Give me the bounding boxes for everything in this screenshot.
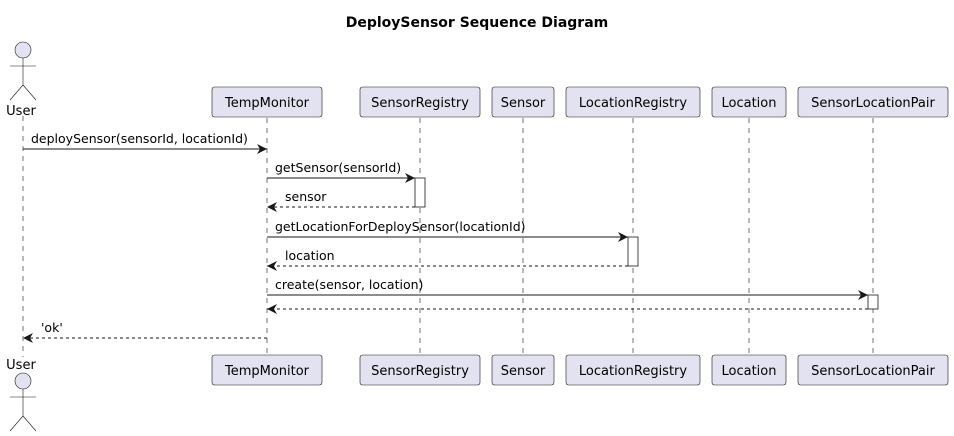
participant-sensorlocationpair-bottom[interactable]: SensorLocationPair	[797, 354, 949, 386]
participant-box	[565, 86, 701, 118]
participant-box	[491, 354, 555, 386]
participant-location-top[interactable]: Location	[711, 86, 787, 118]
participant-tempmonitor-top[interactable]: TempMonitor	[211, 86, 323, 118]
participant-tempmonitor-bottom[interactable]: TempMonitor	[211, 354, 323, 386]
activation-bar-sreg	[414, 177, 426, 208]
msg-deploy-sensor[interactable]: deploySensor(sensorId, locationId)	[23, 131, 267, 154]
activation-bar-slp	[867, 294, 879, 310]
participant-box	[711, 86, 787, 118]
actor-label: User	[6, 358, 36, 373]
activation-bar-lreg	[627, 236, 639, 267]
participant-label: LocationRegistry	[579, 96, 688, 111]
message-label: getLocationForDeploySensor(locationId)	[275, 219, 526, 234]
message-label: deploySensor(sensorId, locationId)	[31, 131, 248, 146]
participant-location-bottom[interactable]: Location	[711, 354, 787, 386]
message-label: getSensor(sensorId)	[275, 160, 401, 175]
participant-label: TempMonitor	[224, 364, 310, 379]
participant-label: Location	[722, 364, 777, 379]
message-label: location	[285, 248, 335, 263]
participant-label: Location	[722, 96, 777, 111]
activation-bars	[414, 177, 879, 310]
messages: deploySensor(sensorId, locationId) getSen…	[23, 131, 868, 343]
participant-sensor-bottom[interactable]: Sensor	[491, 354, 555, 386]
msg-get-sensor[interactable]: getSensor(sensorId)	[267, 160, 415, 183]
participant-label: Sensor	[501, 364, 546, 379]
participant-label: SensorRegistry	[371, 364, 469, 379]
participant-box	[711, 354, 787, 386]
msg-create-pair[interactable]: create(sensor, location)	[267, 277, 868, 300]
participant-label: TempMonitor	[224, 96, 310, 111]
participant-sensorregistry-bottom[interactable]: SensorRegistry	[359, 354, 481, 386]
participant-box	[491, 86, 555, 118]
participant-box	[359, 86, 481, 118]
actor-user-bottom[interactable]: User	[6, 358, 37, 432]
participant-sensor-top[interactable]: Sensor	[491, 86, 555, 118]
participants: TempMonitorTempMonitorSensorRegistrySens…	[6, 41, 949, 432]
participant-label: SensorLocationPair	[811, 96, 935, 111]
stick-figure-icon	[9, 41, 37, 101]
participant-label: Sensor	[501, 96, 546, 111]
message-label: 'ok'	[41, 320, 63, 335]
participant-sensorlocationpair-top[interactable]: SensorLocationPair	[797, 86, 949, 118]
participant-box	[211, 354, 323, 386]
participant-label: SensorRegistry	[371, 96, 469, 111]
participant-label: SensorLocationPair	[811, 364, 935, 379]
participant-box	[359, 354, 481, 386]
msg-get-location[interactable]: getLocationForDeploySensor(locationId)	[267, 219, 628, 242]
participant-locationregistry-top[interactable]: LocationRegistry	[565, 86, 701, 118]
msg-return-ok[interactable]: 'ok'	[23, 320, 267, 343]
participant-box	[565, 354, 701, 386]
participant-box	[211, 86, 323, 118]
lifelines	[22, 116, 874, 357]
participant-sensorregistry-top[interactable]: SensorRegistry	[359, 86, 481, 118]
participant-label: LocationRegistry	[579, 364, 688, 379]
participant-box	[797, 86, 949, 118]
participant-locationregistry-bottom[interactable]: LocationRegistry	[565, 354, 701, 386]
diagram-title: DeploySensor Sequence Diagram	[346, 15, 608, 31]
message-label: create(sensor, location)	[275, 277, 423, 292]
participant-box	[797, 354, 949, 386]
actor-label: User	[6, 104, 36, 119]
stick-figure-icon	[9, 372, 37, 432]
message-label: sensor	[285, 189, 327, 204]
actor-user-top[interactable]: User	[6, 41, 37, 119]
msg-return-sensor[interactable]: sensor	[267, 189, 415, 212]
msg-return-location[interactable]: location	[267, 248, 628, 271]
